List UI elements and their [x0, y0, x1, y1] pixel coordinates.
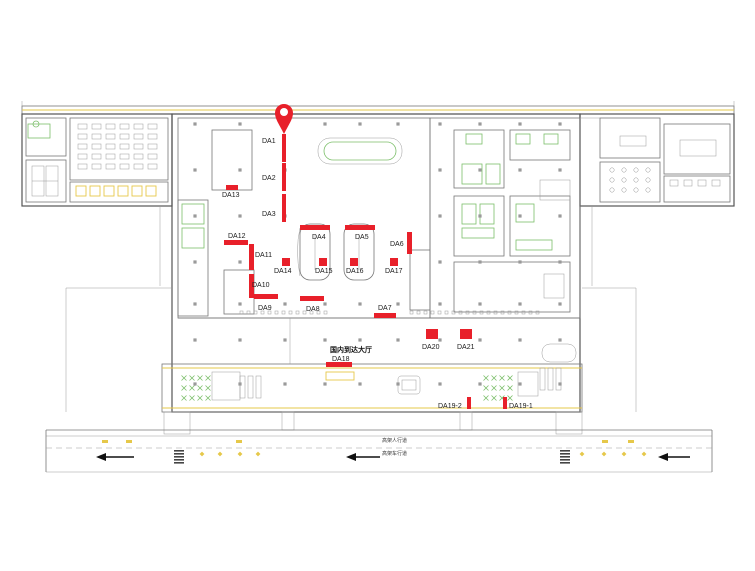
ad-spot-da9[interactable]: [254, 294, 278, 299]
walkway-label: 高架人行道: [382, 437, 407, 444]
ad-spot-da16[interactable]: [350, 258, 358, 266]
ad-spot-da20[interactable]: [426, 329, 438, 339]
ad-label: DA7: [378, 305, 392, 312]
ad-label: DA3: [262, 211, 276, 218]
ad-label: DA13: [222, 192, 240, 199]
ad-label: DA14: [274, 268, 292, 275]
road-area: [45, 429, 713, 473]
ad-label: DA5: [355, 234, 369, 241]
ad-spot-da5[interactable]: [345, 225, 375, 230]
ad-label: DA20: [422, 344, 440, 351]
ad-label: DA8: [306, 306, 320, 313]
ad-label: DA6: [390, 241, 404, 248]
crosswalk-left: [174, 450, 184, 464]
ad-spot-da6[interactable]: [407, 232, 412, 254]
structural-columns: [193, 122, 562, 386]
ad-spot-da10[interactable]: [249, 274, 254, 298]
ad-label: DA19-2: [438, 403, 462, 410]
guidance-marks: [102, 440, 647, 457]
ad-label: DA18: [332, 356, 350, 363]
right-wing-seats: [609, 167, 721, 193]
ad-label: DA10: [252, 282, 270, 289]
location-pin-icon[interactable]: [275, 104, 293, 134]
crosswalk-right: [560, 450, 570, 464]
ad-spot-da15[interactable]: [319, 258, 327, 266]
ad-label: DA11: [255, 252, 272, 259]
ad-label: DA4: [312, 234, 326, 241]
ad-label: DA16: [346, 268, 364, 275]
ad-spot-da21[interactable]: [460, 329, 472, 339]
direction-arrow-icon: [346, 453, 380, 461]
ad-spot-da14[interactable]: [282, 258, 290, 266]
ad-spot-da8[interactable]: [300, 296, 324, 301]
ad-labels: DA1 DA2 DA3 DA4 DA5 DA6 DA7 DA8 DA9 DA10…: [222, 138, 533, 410]
building-outline: [21, 101, 735, 435]
ad-label: DA17: [385, 268, 403, 275]
ad-spot-da17[interactable]: [390, 258, 398, 266]
ad-spot-da3[interactable]: [282, 194, 286, 222]
left-wing-desks: [75, 123, 158, 197]
left-wing-rooms: [25, 117, 169, 203]
right-wing-rooms: [580, 117, 731, 203]
ad-label: DA2: [262, 175, 276, 182]
road-label: 高架车行道: [382, 450, 407, 457]
hall-title: 国内到达大厅: [330, 345, 372, 354]
ad-spot-da2[interactable]: [282, 163, 286, 191]
ad-spot-da1[interactable]: [282, 134, 286, 162]
arrival-seats: [181, 367, 562, 401]
ad-label: DA12: [228, 233, 246, 240]
ad-label: DA9: [258, 305, 272, 312]
central-features: [177, 129, 580, 401]
ad-spot-da7[interactable]: [374, 313, 396, 318]
direction-arrow-icon: [96, 453, 134, 461]
ad-spots: [224, 134, 507, 409]
ad-spot-da11[interactable]: [249, 244, 254, 270]
ad-spot-da19-1[interactable]: [503, 397, 507, 409]
ad-label: DA1: [262, 138, 276, 145]
ad-label: DA15: [315, 268, 333, 275]
ad-label: DA19-1: [509, 403, 533, 410]
ad-spot-da13[interactable]: [226, 185, 238, 190]
ad-label: DA21: [457, 344, 475, 351]
ad-spot-da18[interactable]: [326, 362, 352, 367]
ad-spot-da4[interactable]: [300, 225, 330, 230]
ad-spot-da12[interactable]: [224, 240, 248, 245]
direction-arrow-icon: [658, 453, 690, 461]
ad-spot-da19-2[interactable]: [467, 397, 471, 409]
